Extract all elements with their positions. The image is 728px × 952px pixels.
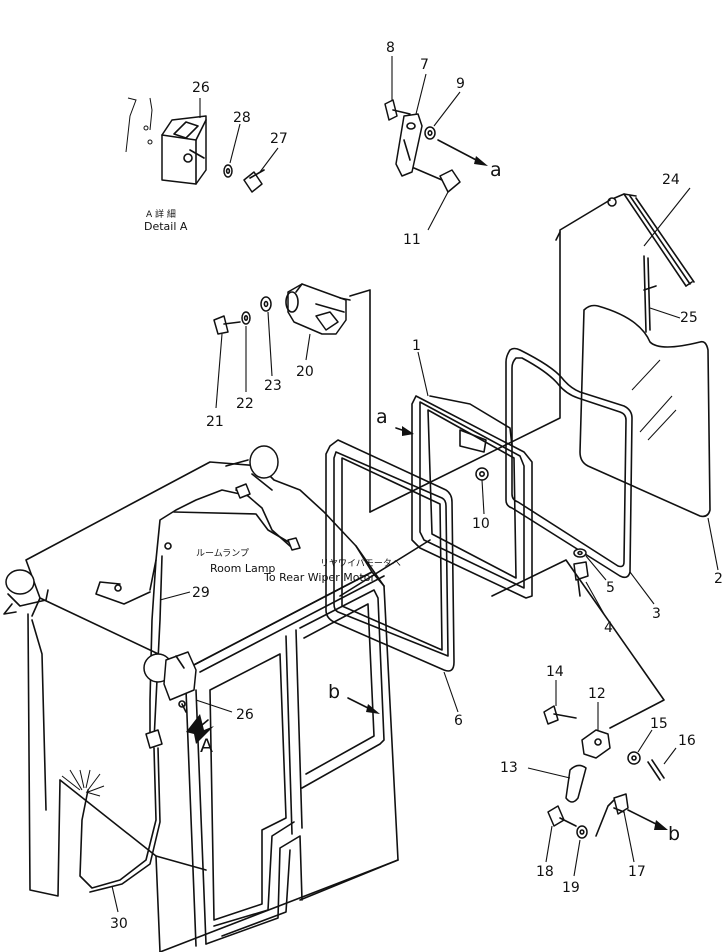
callout-28: 28 xyxy=(233,110,251,126)
wiper-motor-20: 20 xyxy=(285,283,351,380)
washer-15: 15 xyxy=(627,716,668,765)
callout-6: 6 xyxy=(454,713,463,729)
rubber-13: 13 xyxy=(500,760,587,803)
ref-A-view: A xyxy=(200,735,213,757)
callout-7: 7 xyxy=(420,57,429,73)
room-lamp-jp-label: ルームランプ xyxy=(196,548,249,559)
room-lamp-detail xyxy=(161,115,207,185)
washer-5: 5 xyxy=(573,548,615,596)
callout-22: 22 xyxy=(236,396,254,412)
view-arrow-a xyxy=(186,714,214,744)
rear-wiper-label: To Rear Wiper Motor xyxy=(263,571,375,584)
pin-16: 16 xyxy=(647,733,696,781)
callout-5: 5 xyxy=(606,580,615,596)
callout-4: 4 xyxy=(604,620,613,636)
callout-17: 17 xyxy=(628,864,646,880)
callout-27: 27 xyxy=(270,131,288,147)
callout-8: 8 xyxy=(386,40,395,56)
rear-wiper-jp-label: リヤワイパモータへ xyxy=(320,558,401,569)
callout-13: 13 xyxy=(500,760,518,776)
glass-2: 2 xyxy=(579,304,723,587)
wire-bundle xyxy=(61,769,105,797)
callout-30: 30 xyxy=(110,916,128,932)
harness-plug xyxy=(145,729,163,749)
holder-7 xyxy=(395,113,423,177)
washer-28 xyxy=(223,164,233,178)
bolt-14: 14 xyxy=(543,664,577,725)
bolt-18: 18 xyxy=(536,805,577,880)
callout-15: 15 xyxy=(650,716,668,732)
detail-a-view: 26 28 27 A 詳 細 Detail A xyxy=(125,80,288,233)
callout-10: 10 xyxy=(472,516,490,532)
callout-26-detail: 26 xyxy=(192,80,210,96)
detail-a-label: Detail A xyxy=(144,220,188,233)
callout-9: 9 xyxy=(456,76,465,92)
room-lamp-label: Room Lamp xyxy=(210,562,275,575)
bolt-8 xyxy=(384,99,411,121)
side-lamp-left xyxy=(3,569,49,615)
callout-21: 21 xyxy=(206,414,224,430)
detail-a-jp-label: A 詳 細 xyxy=(146,208,176,220)
callout-18: 18 xyxy=(536,864,554,880)
callout-19: 19 xyxy=(562,880,580,896)
washer-22: 22 xyxy=(236,311,254,412)
cab-body xyxy=(25,461,399,952)
wiper-blade-25 xyxy=(643,255,657,333)
weatherstrip-3: 3 xyxy=(505,347,661,622)
callout-23: 23 xyxy=(264,378,282,394)
nut-10: 10 xyxy=(472,467,490,532)
callout-2: 2 xyxy=(714,571,723,587)
callout-3: 3 xyxy=(652,606,661,622)
room-lamp-26 xyxy=(143,651,197,713)
harness-connector-wiper xyxy=(287,537,301,551)
ref-a-top: a xyxy=(490,159,502,181)
callout-16: 16 xyxy=(678,733,696,749)
roof-lamp-top xyxy=(225,445,279,491)
harness-connector-top xyxy=(235,483,251,499)
callout-29: 29 xyxy=(192,585,210,601)
holder-assembly: a 8 7 9 11 xyxy=(384,40,502,248)
ref-b-cab: b xyxy=(328,681,340,703)
stopper-12: 12 xyxy=(581,686,611,759)
weatherstrip-6: 6 xyxy=(325,439,463,729)
ref-b-bottom: b xyxy=(668,823,680,845)
callout-1: 1 xyxy=(412,338,421,354)
callout-25: 25 xyxy=(680,310,698,326)
callout-26-cab: 26 xyxy=(236,707,254,723)
screw-27 xyxy=(243,169,265,193)
callout-12: 12 xyxy=(588,686,606,702)
bolt-21: 21 xyxy=(206,315,241,430)
washer-9 xyxy=(424,126,436,140)
wiper-assembly: 24 25 xyxy=(607,172,698,333)
knob-11 xyxy=(413,167,461,193)
bracket-17: 17 xyxy=(595,793,646,880)
callout-14: 14 xyxy=(546,664,564,680)
ref-a-mid: a xyxy=(376,406,388,428)
callout-20: 20 xyxy=(296,364,314,380)
washer-23: 23 xyxy=(260,296,282,394)
callout-11: 11 xyxy=(403,232,421,248)
washer-19: 19 xyxy=(562,825,588,896)
callout-24: 24 xyxy=(662,172,680,188)
